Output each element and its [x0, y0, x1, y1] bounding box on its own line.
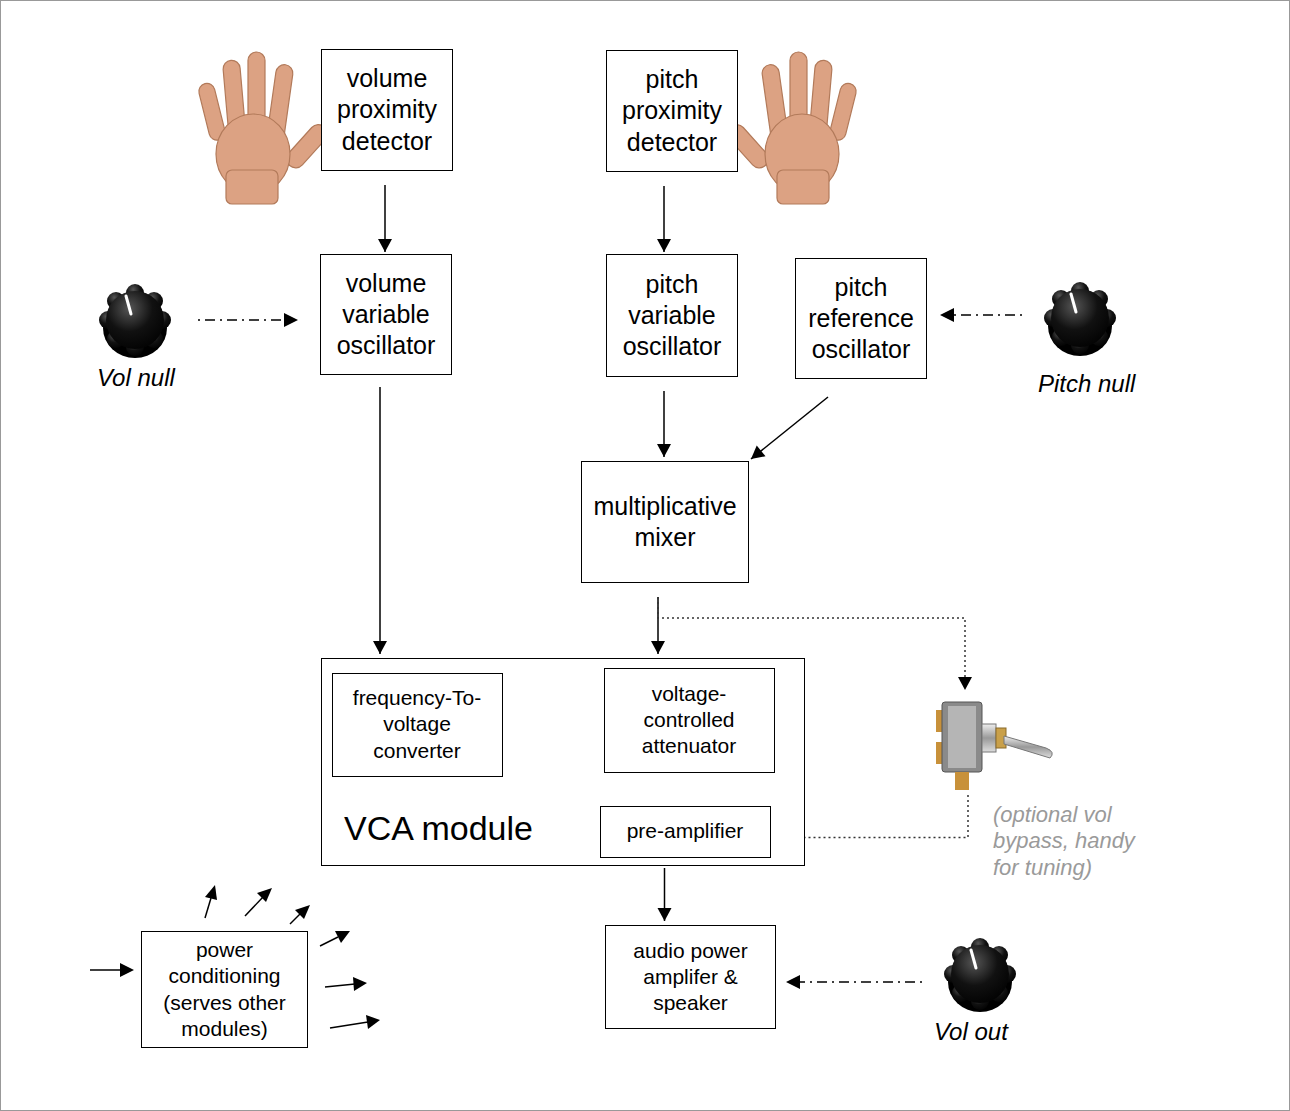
- block-label: pitch variable oscillator: [613, 269, 731, 363]
- block-label: volume proximity detector: [328, 63, 446, 157]
- signal-arrow: [657, 186, 671, 252]
- module-box: VCA module frequency-To-voltage converter…: [321, 658, 805, 866]
- hand-illustration: [197, 52, 331, 204]
- block-box: volume variable oscillator: [320, 254, 452, 375]
- arrowhead: [658, 908, 672, 921]
- block-label: voltage-controlled attenuator: [611, 681, 768, 760]
- arrowhead: [378, 239, 392, 252]
- signal-arrow: [373, 387, 387, 654]
- connector-line: [379, 387, 381, 654]
- arrowhead: [657, 444, 671, 457]
- block-label: pitch proximity detector: [613, 64, 731, 158]
- knob-icon: [944, 938, 1016, 1012]
- arrowhead: [651, 641, 665, 654]
- note-text: (optional vol bypass, handy for tuning): [993, 802, 1165, 881]
- control-label: Vol out: [934, 1018, 1008, 1047]
- block-box: audio power amplifer & speaker: [605, 925, 776, 1029]
- signal-arrow: [658, 868, 672, 921]
- block-label: pitch reference oscillator: [802, 272, 920, 366]
- arrowhead: [958, 677, 972, 690]
- control-label: Pitch null: [1038, 370, 1135, 399]
- block-label: audio power amplifer & speaker: [612, 938, 769, 1017]
- toggle-switch: [936, 702, 1052, 790]
- knob-icon: [1044, 282, 1116, 356]
- block-box: pre-amplifier: [600, 806, 771, 858]
- block-box: multiplicative mixer: [581, 461, 749, 583]
- signal-arrow: [651, 597, 665, 654]
- module-title: VCA module: [344, 807, 533, 850]
- connector-line: [751, 397, 828, 459]
- signal-arrow: [751, 397, 828, 459]
- arrowhead: [373, 641, 387, 654]
- block-label: multiplicative mixer: [588, 491, 742, 554]
- block-box: power conditioning (serves other modules…: [141, 931, 308, 1048]
- block-box: voltage-controlled attenuator: [604, 668, 775, 773]
- signal-arrow: [657, 391, 671, 457]
- block-label: power conditioning (serves other modules…: [148, 937, 301, 1042]
- arrowhead: [657, 239, 671, 252]
- knob-icon: [99, 284, 171, 358]
- block-box: volume proximity detector: [321, 49, 453, 171]
- block-box: pitch variable oscillator: [606, 254, 738, 377]
- block-box: pitch proximity detector: [606, 50, 738, 172]
- block-label: volume variable oscillator: [327, 268, 445, 362]
- block-label: pre-amplifier: [627, 818, 744, 844]
- control-label: Vol null: [97, 364, 175, 393]
- block-label: frequency-To-voltage converter: [339, 685, 496, 764]
- control-arrow: [198, 315, 1022, 982]
- hand-illustration: [724, 52, 858, 204]
- arrowhead: [751, 445, 766, 459]
- block-box: pitch reference oscillator: [795, 258, 927, 379]
- arrowhead: [284, 308, 954, 989]
- block-box: frequency-To-voltage converter: [332, 673, 503, 777]
- signal-arrow: [378, 185, 392, 252]
